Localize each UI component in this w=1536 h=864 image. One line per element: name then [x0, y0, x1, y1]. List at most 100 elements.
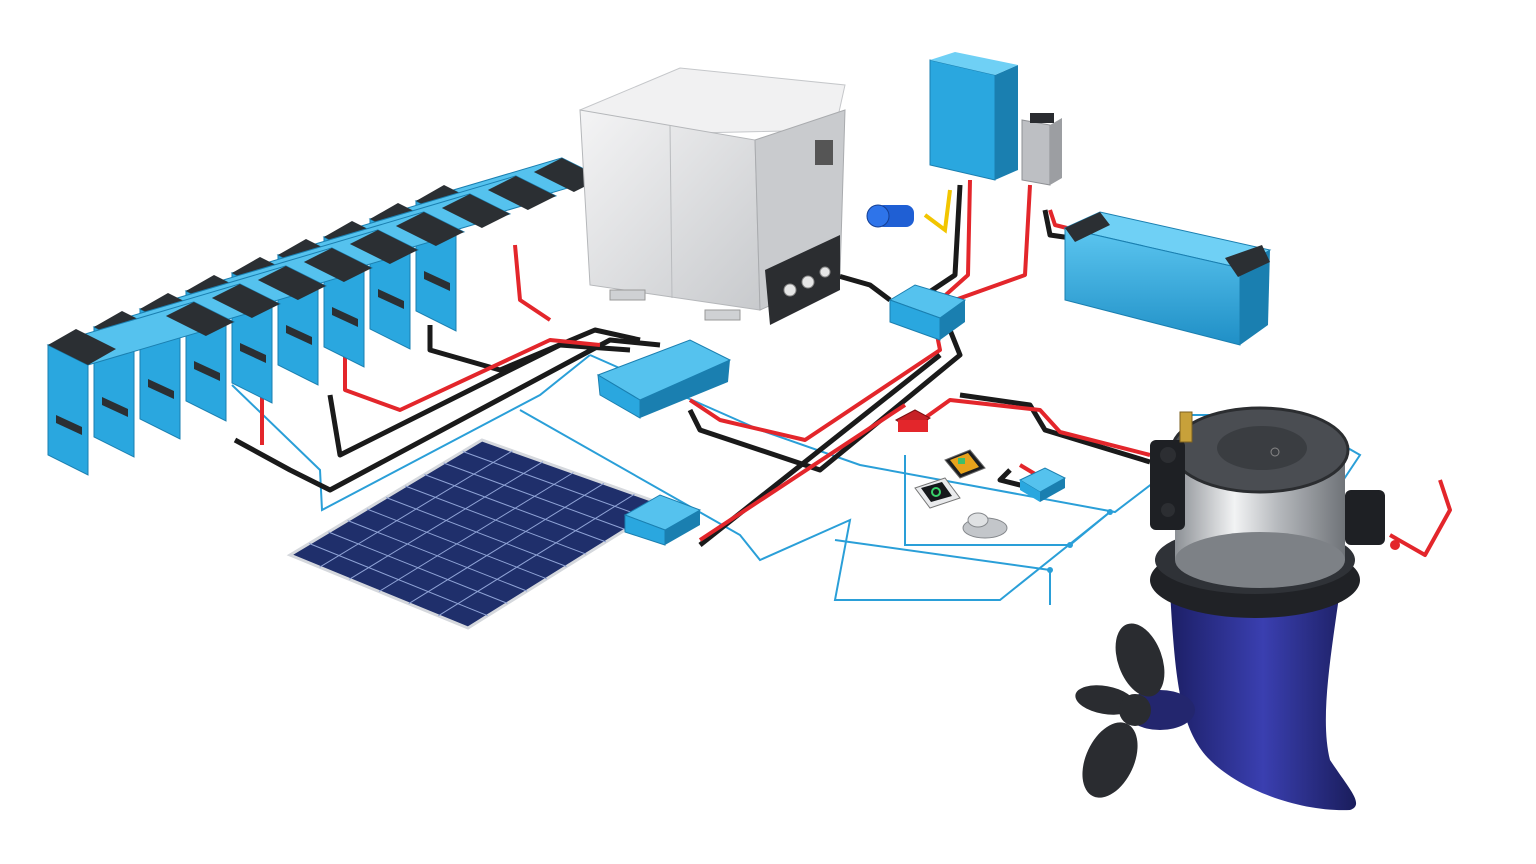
- battery-cap-back: [303, 247, 372, 282]
- propeller-blade-bottom: [1082, 722, 1138, 798]
- data-line-lower: [834, 539, 1051, 605]
- plug-face: [866, 204, 890, 228]
- battery-handle: [240, 343, 266, 363]
- solar-grid-line: [408, 482, 605, 605]
- lithium-battery-bank: [46, 157, 604, 476]
- house-battery-cap-left: [1065, 212, 1110, 242]
- pod-leg: [1170, 590, 1357, 811]
- charger-front: [929, 59, 996, 181]
- battery-cap-back: [441, 193, 510, 228]
- boiler-side: [1050, 118, 1062, 185]
- red-cable-motor-right: [1389, 479, 1452, 557]
- solar-grid-line: [349, 461, 544, 580]
- battery-handle: [332, 307, 358, 327]
- solar-panel: [286, 438, 669, 630]
- battery-cap-front: [48, 329, 116, 365]
- red-cable-2: [343, 330, 601, 412]
- generator-port-1: [783, 283, 797, 297]
- battery-cap-back: [487, 175, 556, 210]
- battery-handle: [102, 397, 128, 417]
- propeller-hub: [1119, 694, 1151, 726]
- data-line-inverter-right: [589, 354, 1171, 514]
- battery-handle: [56, 415, 82, 435]
- color-display-tile: [958, 458, 965, 464]
- battery-handle: [378, 289, 404, 309]
- generator-seam: [669, 124, 673, 299]
- black-cable-charger: [923, 184, 963, 298]
- controller-connector: [1161, 503, 1175, 517]
- data-line-batteries: [231, 354, 591, 512]
- battery-cap-back: [211, 283, 280, 318]
- mono-display-screen: [921, 482, 952, 502]
- shore-power-cable: [923, 189, 952, 234]
- controller-connector: [1160, 447, 1176, 463]
- red-cable-fuse: [913, 398, 1151, 457]
- motor-top-inner: [1217, 426, 1307, 470]
- battery-cap-back: [395, 211, 464, 246]
- battery-cap-back: [349, 229, 418, 264]
- battery-cap-back: [165, 301, 234, 336]
- junction-dot: [1107, 509, 1113, 515]
- motor-controller-right: [1345, 490, 1385, 545]
- red-cable-boiler: [954, 184, 1032, 302]
- positive-cables: [260, 179, 1452, 557]
- generator-foot-right: [704, 309, 741, 321]
- charger-side: [995, 65, 1018, 180]
- red-cable-4: [688, 324, 942, 442]
- generator-port-3: [819, 266, 831, 278]
- network-hub: [1018, 467, 1067, 502]
- boiler: [1021, 113, 1062, 186]
- electric-pod-motor: [1075, 406, 1400, 811]
- color-display: [944, 449, 986, 479]
- black-cable-4: [687, 329, 963, 473]
- battery-front-face: [47, 344, 89, 476]
- distribution-box: [888, 284, 967, 341]
- black-cable-2: [327, 342, 631, 458]
- generator-vent: [815, 140, 833, 165]
- mppt-solar-controller: [623, 494, 702, 546]
- motor-brass-fitting: [1179, 411, 1193, 443]
- boiler-front: [1021, 119, 1051, 186]
- generator-port-2: [801, 275, 815, 289]
- motor-cylinder-bottom: [1175, 532, 1345, 588]
- marine-generator: [579, 67, 846, 325]
- black-cable-motor: [959, 392, 1151, 465]
- inverter-charger: [596, 339, 732, 419]
- solar-grid-line: [378, 472, 574, 592]
- generator-foot-left: [609, 289, 646, 301]
- battery-handle: [286, 325, 312, 345]
- charger-top: [930, 52, 1018, 75]
- junction-dot: [1047, 567, 1053, 573]
- throttle-control: [962, 512, 1008, 539]
- red-cable-3: [513, 244, 552, 322]
- house-battery: [1063, 211, 1272, 346]
- mono-display-ring: [931, 487, 941, 497]
- battery-charger: [929, 52, 1018, 181]
- battery-handle: [148, 379, 174, 399]
- red-cable-charger: [938, 179, 972, 302]
- junction-dot: [1067, 542, 1073, 548]
- house-battery-side: [1240, 250, 1270, 345]
- motor-red-connector: [1390, 540, 1400, 550]
- mppt-side: [665, 510, 700, 545]
- motor-controller-left: [1150, 440, 1185, 530]
- data-junctions: [1047, 509, 1113, 573]
- battery-monitor-display: [914, 477, 961, 509]
- black-cable-3: [427, 325, 641, 373]
- black-cable-1: [233, 337, 661, 493]
- battery-handle: [424, 271, 450, 291]
- red-cable-mppt: [698, 403, 907, 542]
- controller-box-right: [1345, 490, 1385, 545]
- solar-grid-line: [438, 493, 635, 617]
- controller-box-left: [1150, 440, 1185, 530]
- inverter-side: [640, 360, 730, 418]
- solar-cell-grid: [309, 450, 646, 617]
- dist-box-side: [940, 300, 965, 340]
- boiler-top-cap: [1030, 113, 1054, 123]
- hub-front: [1020, 480, 1040, 502]
- motor-top-logo: [1270, 447, 1280, 457]
- propeller: [1075, 623, 1165, 798]
- battery-cap-back: [257, 265, 326, 300]
- shore-power-plug: [866, 204, 914, 228]
